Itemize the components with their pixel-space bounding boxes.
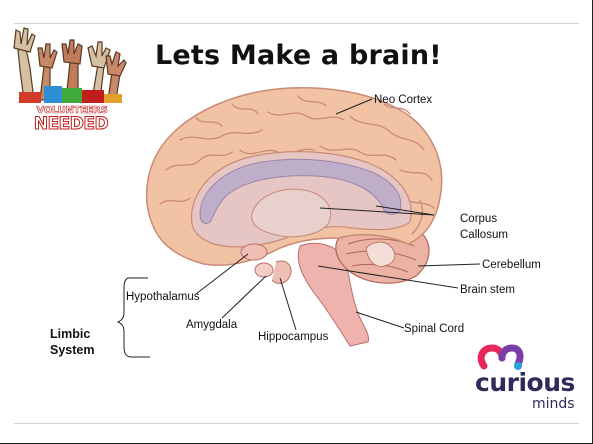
label-amygdala: Amygdala: [186, 318, 237, 332]
label-cerebellum: Cerebellum: [482, 258, 541, 272]
limbic-label-line1: Limbic: [50, 326, 94, 342]
label-hippocampus: Hippocampus: [258, 330, 328, 344]
hippocampus-shape: [272, 261, 291, 284]
limbic-system-label: Limbic System: [50, 326, 94, 358]
label-neo-cortex: Neo Cortex: [374, 93, 432, 107]
limbic-label-line2: System: [50, 342, 94, 358]
slide-title: Lets Make a brain!: [155, 40, 442, 71]
brain-illustration: [147, 88, 442, 346]
logo-minds-text: minds: [532, 396, 575, 412]
label-corpus: Corpus: [460, 212, 497, 226]
amygdala-shape: [255, 263, 273, 277]
curious-minds-mark: [481, 348, 522, 370]
label-callosum: Callosum: [460, 228, 508, 242]
label-brain-stem: Brain stem: [460, 283, 515, 297]
label-spinal-cord: Spinal Cord: [404, 322, 464, 336]
hypothalamus-shape: [241, 244, 267, 260]
label-hypothalamus: Hypothalamus: [126, 290, 200, 304]
logo-curious-text: curious: [475, 368, 575, 397]
needed-text: NEEDED: [19, 114, 123, 134]
